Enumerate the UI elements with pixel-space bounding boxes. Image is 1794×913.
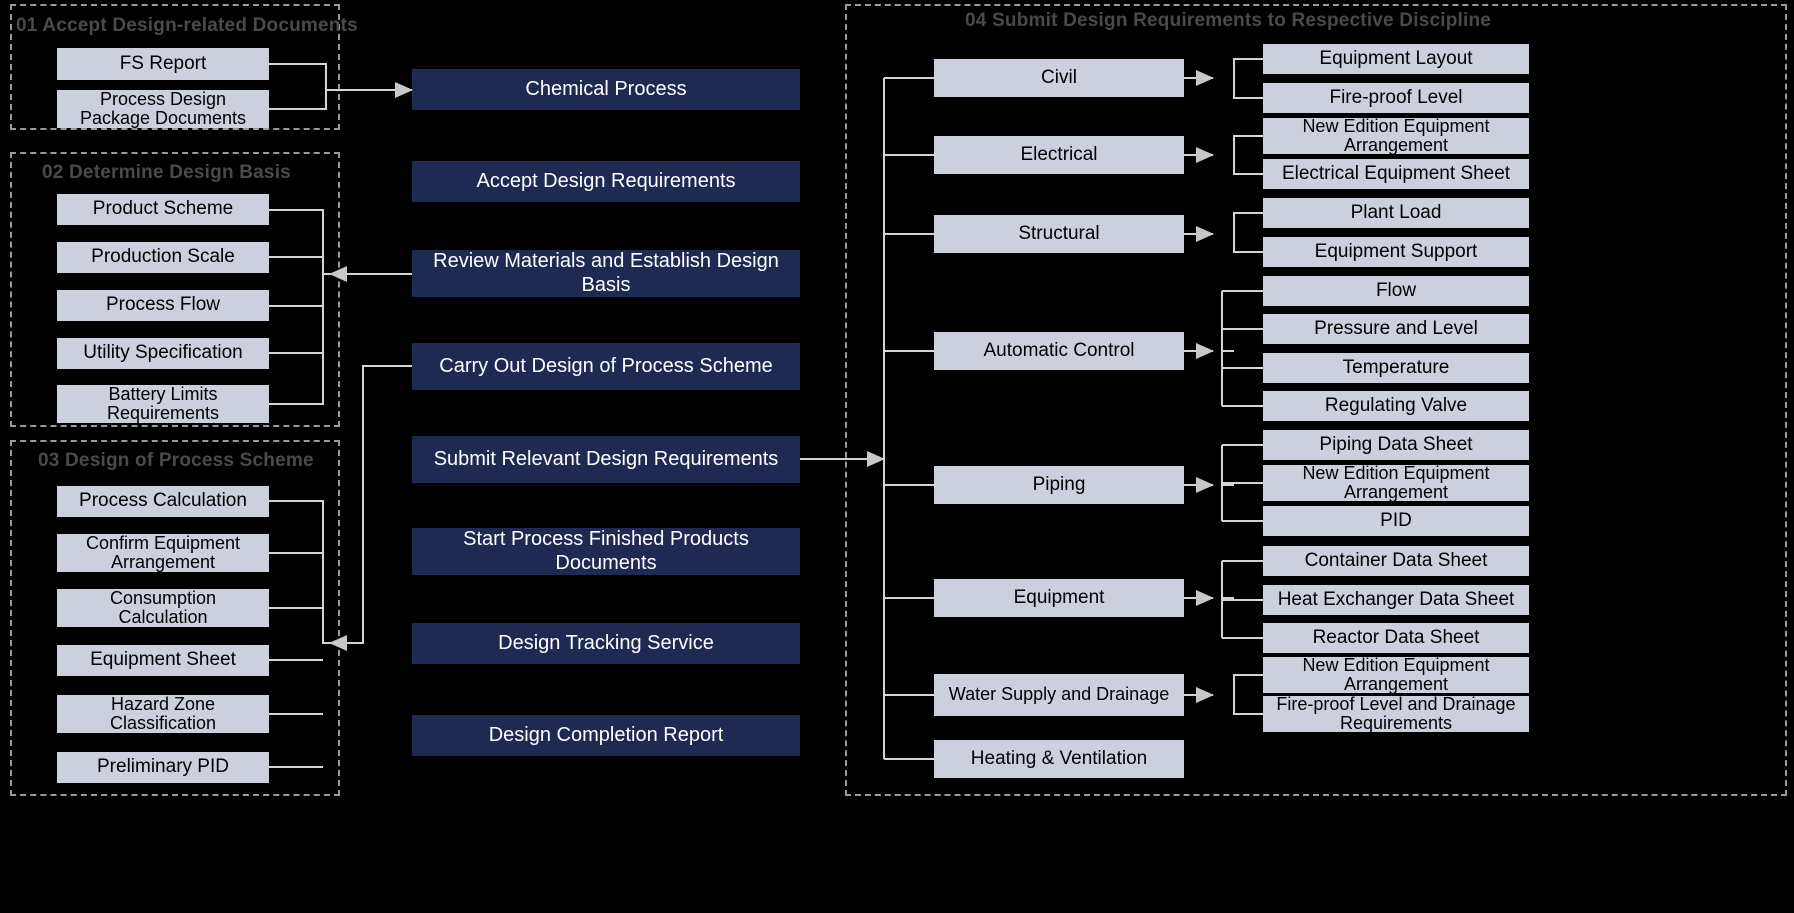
deliverable-pid[interactable]: PID	[1263, 506, 1529, 536]
discipline-equipment[interactable]: Equipment	[934, 579, 1184, 617]
group-02-title: 02 Determine Design Basis	[42, 162, 291, 183]
deliverable-temperature[interactable]: Temperature	[1263, 353, 1529, 383]
deliverable-new-edition-equipment-arrangement-piping[interactable]: New Edition Equipment Arrangement	[1263, 463, 1529, 502]
g02-item-utility-specification[interactable]: Utility Specification	[57, 338, 269, 369]
discipline-electrical[interactable]: Electrical	[934, 136, 1184, 174]
center-step-review-materials-and-establish-design-basis[interactable]: Review Materials and Establish Design Ba…	[412, 250, 800, 297]
g01-item-process-design-package-documents[interactable]: Process Design Package Documents	[57, 89, 269, 128]
center-step-accept-design-requirements[interactable]: Accept Design Requirements	[412, 161, 800, 202]
g02-item-production-scale[interactable]: Production Scale	[57, 242, 269, 273]
group-04-title: 04 Submit Design Requirements to Respect…	[965, 10, 1492, 31]
deliverable-new-edition-equipment-arrangement-water[interactable]: New Edition Equipment Arrangement	[1263, 655, 1529, 694]
g03-item-process-calculation[interactable]: Process Calculation	[57, 486, 269, 517]
g01-item-fs-report[interactable]: FS Report	[57, 48, 269, 80]
deliverable-regulating-valve[interactable]: Regulating Valve	[1263, 391, 1529, 421]
center-step-carry-out-design-of-process-scheme[interactable]: Carry Out Design of Process Scheme	[412, 343, 800, 390]
g03-item-equipment-sheet[interactable]: Equipment Sheet	[57, 645, 269, 676]
group-03-title: 03 Design of Process Scheme	[38, 450, 314, 471]
deliverable-flow[interactable]: Flow	[1263, 276, 1529, 306]
g03-item-confirm-equipment-arrangement[interactable]: Confirm Equipment Arrangement	[57, 533, 269, 572]
deliverable-fire-proof-level-and-drainage-requirements[interactable]: Fire-proof Level and Drainage Requiremen…	[1263, 694, 1529, 733]
center-step-submit-relevant-design-requirements[interactable]: Submit Relevant Design Requirements	[412, 436, 800, 483]
deliverable-equipment-layout[interactable]: Equipment Layout	[1263, 44, 1529, 74]
g03-item-preliminary-pid[interactable]: Preliminary PID	[57, 752, 269, 783]
g02-item-battery-limits-requirements[interactable]: Battery Limits Requirements	[57, 384, 269, 423]
center-step-design-completion-report[interactable]: Design Completion Report	[412, 715, 800, 756]
deliverable-reactor-data-sheet[interactable]: Reactor Data Sheet	[1263, 623, 1529, 653]
deliverable-plant-load[interactable]: Plant Load	[1263, 198, 1529, 228]
deliverable-equipment-support[interactable]: Equipment Support	[1263, 237, 1529, 267]
center-step-design-tracking-service[interactable]: Design Tracking Service	[412, 623, 800, 664]
discipline-structural[interactable]: Structural	[934, 215, 1184, 253]
deliverable-pressure-and-level[interactable]: Pressure and Level	[1263, 314, 1529, 344]
center-step-start-process-finished-products-documents[interactable]: Start Process Finished Products Document…	[412, 528, 800, 575]
group-04-submit-design-requirements-to-respective-discipline	[845, 4, 1787, 796]
deliverable-piping-data-sheet[interactable]: Piping Data Sheet	[1263, 430, 1529, 460]
discipline-water-supply-and-drainage[interactable]: Water Supply and Drainage	[934, 674, 1184, 716]
discipline-piping[interactable]: Piping	[934, 466, 1184, 504]
discipline-heating-and-ventilation[interactable]: Heating & Ventilation	[934, 740, 1184, 778]
g03-item-hazard-zone-classification[interactable]: Hazard Zone Classification	[57, 694, 269, 733]
deliverable-electrical-equipment-sheet[interactable]: Electrical Equipment Sheet	[1263, 159, 1529, 189]
deliverable-new-edition-equipment-arrangement-civil[interactable]: New Edition Equipment Arrangement	[1263, 116, 1529, 155]
deliverable-heat-exchanger-data-sheet[interactable]: Heat Exchanger Data Sheet	[1263, 585, 1529, 615]
group-02-determine-design-basis	[10, 152, 340, 427]
group-01-title: 01 Accept Design-related Documents	[16, 15, 358, 36]
g02-item-product-scheme[interactable]: Product Scheme	[57, 194, 269, 225]
center-step-chemical-process[interactable]: Chemical Process	[412, 69, 800, 110]
deliverable-fire-proof-level[interactable]: Fire-proof Level	[1263, 83, 1529, 113]
discipline-automatic-control[interactable]: Automatic Control	[934, 332, 1184, 370]
g03-item-consumption-calculation[interactable]: Consumption Calculation	[57, 588, 269, 627]
deliverable-container-data-sheet[interactable]: Container Data Sheet	[1263, 546, 1529, 576]
discipline-civil[interactable]: Civil	[934, 59, 1184, 97]
g02-item-process-flow[interactable]: Process Flow	[57, 290, 269, 321]
